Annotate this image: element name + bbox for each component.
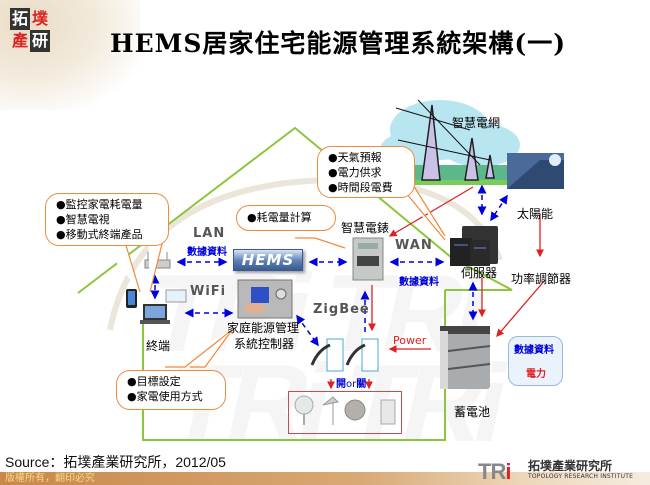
callout-item: ●家電使用方式: [127, 390, 203, 403]
controller-info-callout: ●目標設定 ●家電使用方式: [116, 370, 226, 410]
battery-label: 蓄電池: [454, 405, 491, 419]
wan-label: WAN: [395, 238, 433, 253]
zigbee-label: ZigBee: [313, 302, 370, 317]
hems-controller-label-2: 系統控制器: [234, 337, 295, 351]
grid-info-callout: ●天氣預報 ●電力供求 ●時間段電費: [317, 146, 415, 198]
callout-item: ●移動式終端產品: [56, 228, 143, 241]
switch-on-label: 開: [336, 379, 346, 390]
lan-label: LAN: [193, 226, 226, 241]
copyright-notice: 版權所有，翻印必究: [5, 473, 95, 484]
server-image: [450, 226, 498, 266]
tri-chinese-name: 拓墣產業研究所: [528, 459, 613, 473]
callout-item: ●目標設定: [127, 375, 181, 388]
legend-power-label: 電力: [526, 369, 546, 380]
tri-english-name: TOPOLOGY RESEARCH INSTITUTE: [528, 473, 634, 480]
solar-panel-image: [507, 153, 564, 189]
legend: 數據資料 電力: [508, 336, 563, 386]
server-label: 伺服器: [461, 266, 498, 280]
callout-item: ●監控家電耗電量: [56, 198, 143, 211]
callout-item: ●智慧電視: [56, 213, 110, 226]
logo-char: 拓: [10, 8, 30, 30]
terminal-info-callout: ●監控家電耗電量 ●智慧電視 ●移動式終端產品: [45, 193, 169, 246]
callout-item: ●天氣預報: [328, 151, 382, 164]
logo-char: 產: [11, 31, 28, 50]
tri-mark-text: TR: [478, 459, 506, 484]
smart-meter-image: [352, 237, 384, 281]
wifi-label: WiFi: [190, 284, 227, 299]
lan-data-tag: 數據資料: [187, 247, 227, 258]
tri-logo: TRi 拓墣產業研究所 TOPOLOGY RESEARCH INSTITUTE: [478, 457, 646, 485]
switch-or-label: or: [346, 379, 357, 390]
terminal-devices-image: [126, 289, 187, 324]
page-title: HEMS居家住宅能源管理系統架構(一): [110, 29, 567, 58]
switch-off-label: 關: [356, 379, 367, 390]
wan-data-tag: 數據資料: [399, 277, 439, 288]
hems-controller-label-1: 家庭能源管理: [227, 321, 300, 335]
power-conditioner-label: 功率調節器: [511, 272, 572, 286]
callout-item: ●電力供求: [328, 166, 382, 179]
switch-label: 開or關: [336, 375, 366, 390]
power-grid-illustration: [380, 99, 520, 185]
tri-mark-i: i: [505, 459, 511, 484]
terminal-label: 終端: [146, 339, 171, 353]
appliances-box: [288, 391, 402, 434]
battery-image: [439, 326, 491, 389]
solar-label: 太陽能: [517, 207, 554, 221]
callout-item: ●時間段電費: [328, 181, 393, 194]
legend-data-label: 數據資料: [514, 345, 554, 356]
appliances-image: [294, 395, 396, 425]
logo-char: 墣: [31, 9, 48, 28]
company-logo: 拓 墣 產 研: [10, 8, 50, 53]
meter-info-callout: ●耗電量計算: [236, 205, 336, 231]
smart-grid-label: 智慧電網: [452, 116, 501, 130]
power-label: Power: [393, 334, 427, 347]
callout-item: ●耗電量計算: [247, 211, 312, 224]
smart-meter-label: 智慧電錶: [341, 221, 390, 235]
hems-box: HEMS: [233, 249, 303, 271]
logo-char: 研: [30, 30, 50, 52]
smart-plugs-image: [310, 338, 379, 372]
hems-controller-image: [237, 279, 293, 319]
tri-mark: TRi: [478, 459, 511, 485]
footer-bar: [0, 472, 650, 485]
source-citation: Source：拓墣產業研究所，2012/05: [5, 454, 226, 470]
